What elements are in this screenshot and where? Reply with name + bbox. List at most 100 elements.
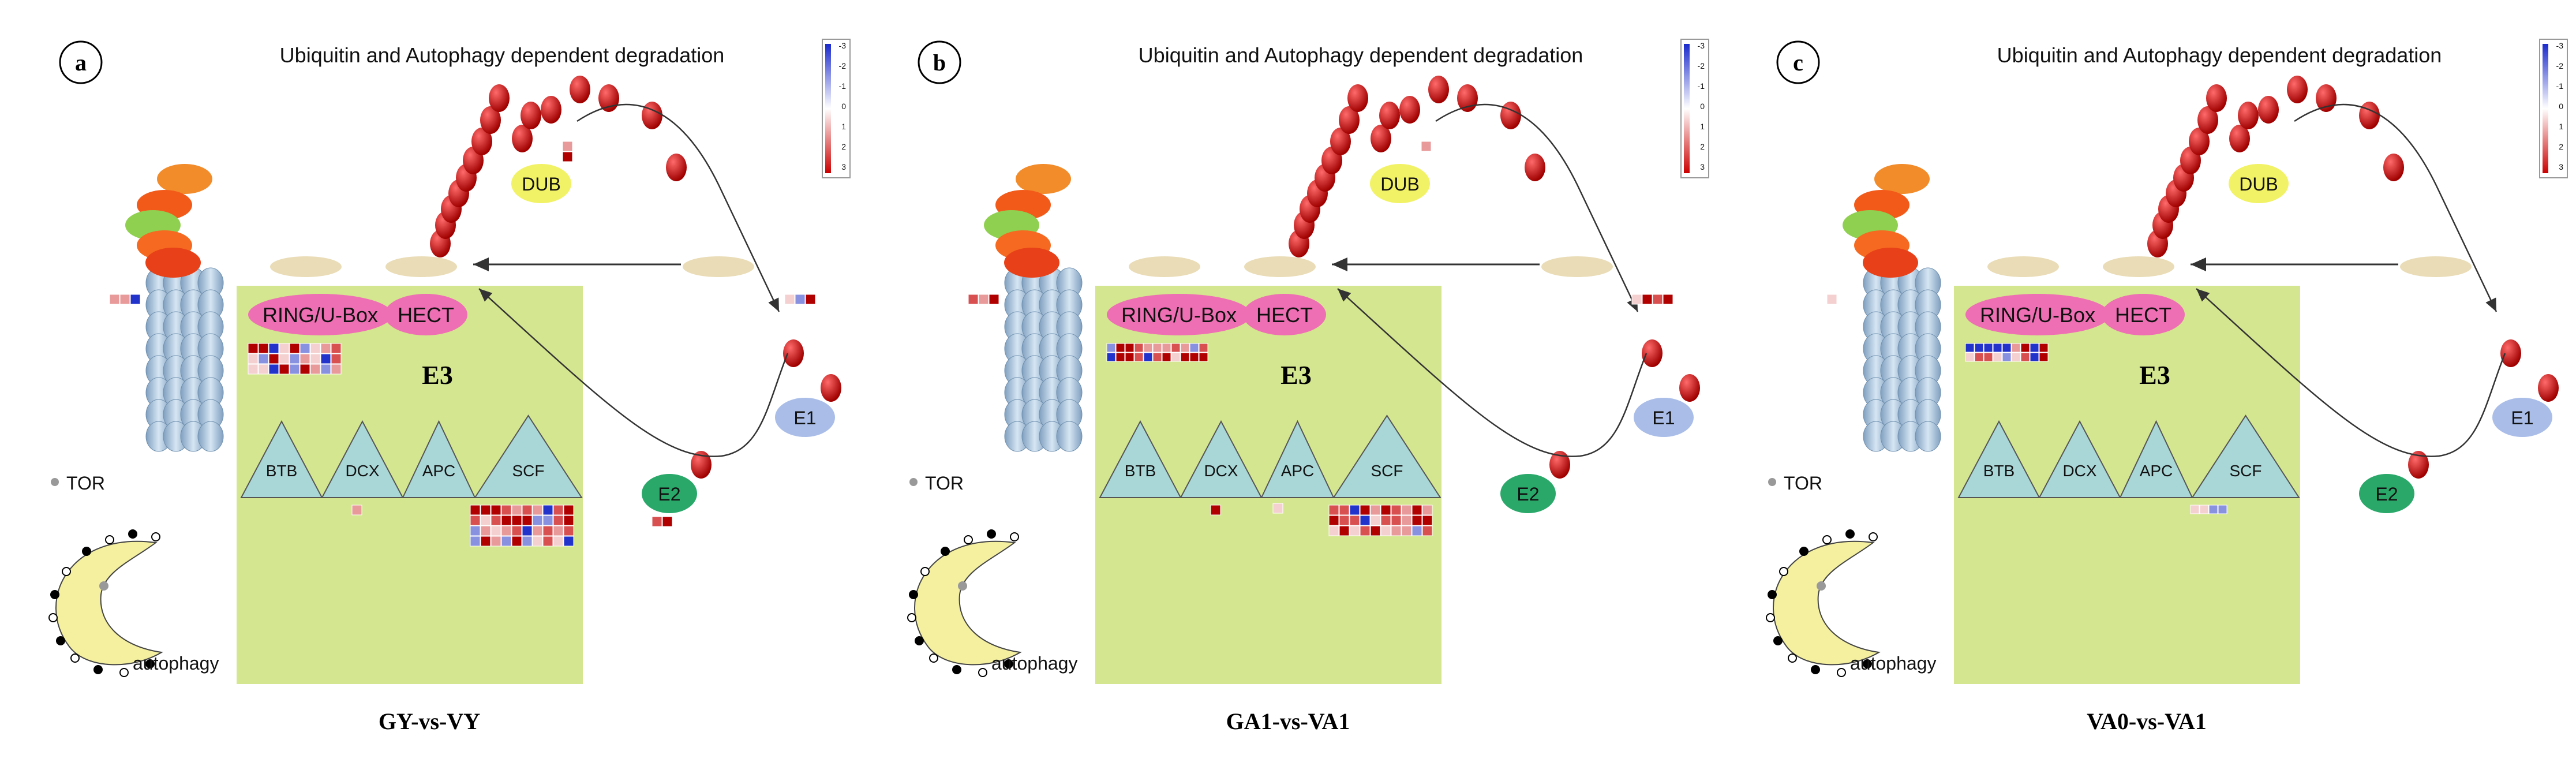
membrane-bead [1773,636,1783,645]
autophagy-label: autophagy [1850,653,1936,674]
heatmap-cell [1993,352,2002,362]
heatmap-cell [1391,525,1402,536]
e1-oval [2492,398,2552,437]
dcx-label: DCX [1204,462,1238,480]
heatmap-cell [1339,505,1350,516]
scf-label: SCF [2230,462,2262,480]
panel-letter: c [1793,50,1803,76]
e3-label: E3 [1280,360,1312,390]
heatmap-cell [2030,352,2039,362]
heatmap-cell [299,353,310,364]
heatmap-cell [1983,352,1993,362]
color-scale-tick: 1 [2559,122,2563,131]
color-scale-bar [2543,44,2548,173]
conjugation-arrow [1337,288,1648,457]
heatmap-cell [1328,525,1339,536]
heatmap-cell [299,343,310,354]
heatmap-cell [1199,343,1208,353]
ubiquitin-ball [521,102,541,129]
heatmap-cell [1826,294,1837,305]
heatmap-proteasome [968,294,999,305]
panel-caption: GA1-vs-VA1 [1226,708,1350,734]
proteasome [1863,267,1941,452]
heatmap-cell [130,294,141,305]
heatmap-cell [268,353,279,364]
membrane-bead [56,636,65,645]
e1-label: E1 [1652,408,1675,428]
apc-triangle [402,420,476,498]
membrane-bead [915,636,924,645]
heatmap-cell [1965,352,1975,362]
color-scale-bar [825,44,831,173]
membrane-bead [907,613,916,622]
substrate-oval [2103,256,2174,277]
proteasome-subunit [1056,421,1083,452]
substrate-oval [1541,256,1613,277]
heatmap-cell [1180,352,1190,362]
heatmap-cell [501,536,512,547]
panel-letter: a [75,50,87,76]
ubiquitin-ball [1347,84,1368,112]
heatmap-cell [553,536,564,547]
ubiquitin-ball [541,96,561,124]
heatmap-cell [1125,352,1135,362]
heatmap-cell [480,525,491,536]
heatmap-cell [553,515,564,526]
color-scale-tick: 2 [2559,142,2563,151]
heatmap-cell [320,353,331,364]
ring-ubox-oval [1107,294,1251,335]
heatmap-cell [119,294,130,305]
dcx-label: DCX [345,462,379,480]
ubiquitin-ball [1549,451,1570,479]
heatmap-proteasome [109,294,141,305]
ubiquitin-ball [642,102,662,129]
color-scale-tick: 3 [2559,162,2563,171]
heatmap-cell [563,515,574,526]
tor-dot [51,478,59,486]
membrane-bead [920,567,930,576]
ubiquitin-ball [1500,102,1521,129]
tor-label: TOR [66,473,105,494]
heatmap-cell [310,343,321,354]
heatmap-cell [1162,343,1171,353]
heatmap-cell [470,505,481,516]
heatmap-cell [532,515,543,526]
ubiquitin-ball [2229,125,2250,152]
heatmap-cell [511,505,522,516]
heatmap-cell [1106,352,1116,362]
panel-caption: VA0-vs-VA1 [2087,708,2206,734]
membrane-bead [82,547,91,556]
e2-label: E2 [2375,484,2398,505]
heatmap-cell [1210,505,1221,516]
substrate-oval [270,256,342,277]
dub-label: DUB [522,174,561,195]
membrane-bead [952,665,961,674]
heatmap-dub [562,141,573,162]
color-scale-tick: 2 [1700,142,1705,151]
heatmap-cell [501,505,512,516]
proteasome-lid [1863,248,1918,278]
membrane-bead [1010,532,1019,541]
heatmap-cell [2011,352,2021,362]
proteasome-lid [145,248,201,278]
btb-triangle [1957,420,2040,498]
heatmap-cell [1171,352,1181,362]
heatmap-cell [2002,343,2012,353]
heatmap-cell [248,343,259,354]
ubiquitin-ball [1428,76,1449,103]
color-scale-tick: 0 [1700,102,1705,111]
recycle-arrow [2294,103,2498,312]
heatmap-cell [553,505,564,516]
heatmap-cell [1391,505,1402,516]
heatmap-cell [1171,343,1181,353]
dub-oval [511,164,571,203]
ubiquitin-ball [1525,154,1545,181]
heatmap-cell [1974,352,1984,362]
proteasome-subunit [197,421,224,452]
heatmap-cell [2030,343,2039,353]
hect-label: HECT [1256,303,1313,327]
ring-ubox-oval [1965,294,2110,335]
ubiquitin-ball [1642,339,1663,367]
ubiquitin-ball [471,128,492,155]
